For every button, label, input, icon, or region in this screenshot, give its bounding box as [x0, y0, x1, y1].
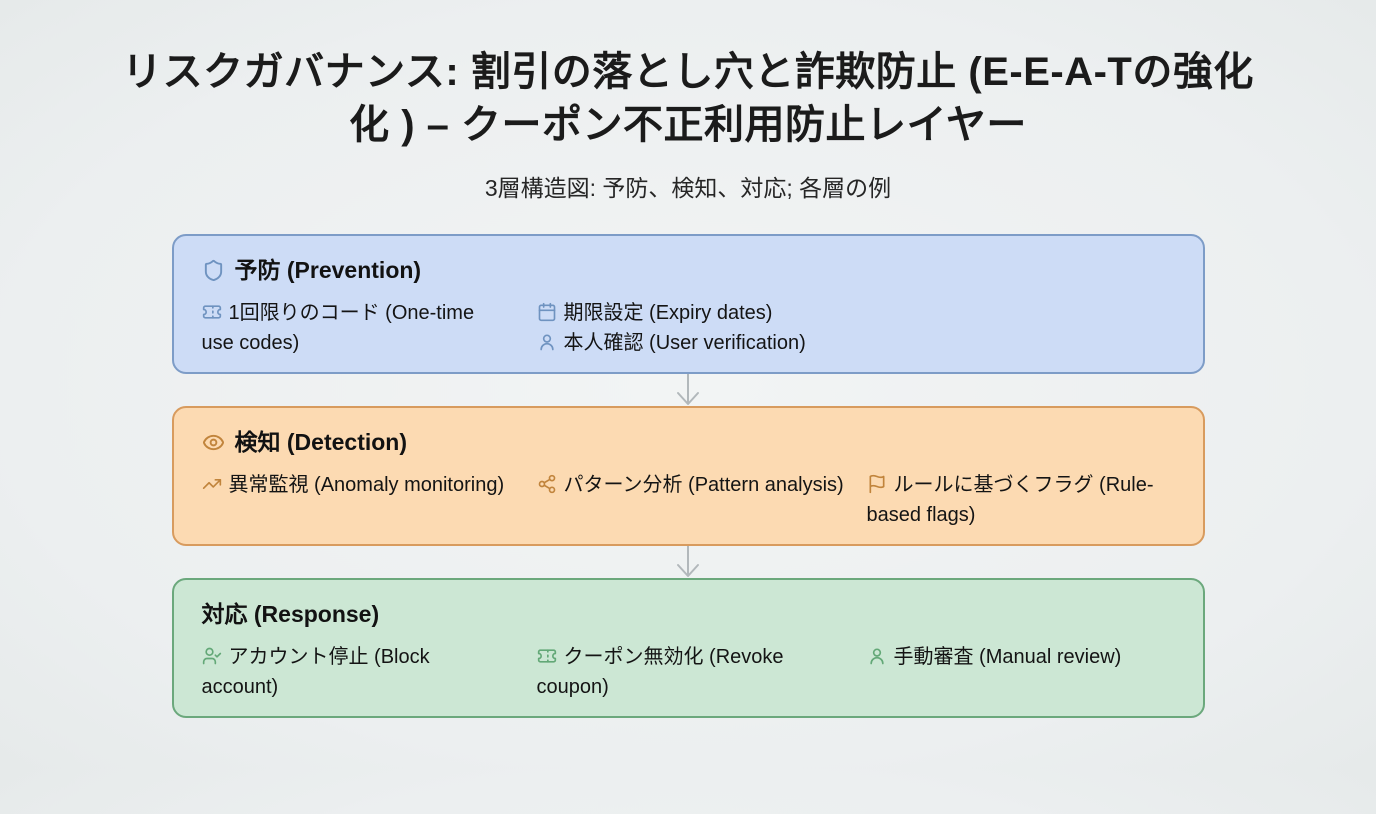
page-subtitle: 3層構造図: 予防、検知、対応; 各層の例: [484, 175, 892, 201]
list-item: 本人確認 (User verification): [537, 328, 845, 358]
list-item: パターン分析 (Pattern analysis): [537, 470, 845, 530]
list-item-label: ルールに基づくフラグ (Rule-based flags): [866, 474, 1154, 526]
layer-detection: 検知 (Detection) 異常監視 (Anomaly monitoring)…: [171, 406, 1205, 546]
layer-prevention-title: 予防 (Prevention): [234, 257, 422, 283]
page-title-line2: 化 ) – クーポン不正利用防止レイヤー: [349, 103, 1027, 147]
down-arrow-icon: [677, 546, 699, 577]
page-title: リスクガバナンス: 割引の落とし穴と詐欺防止 (E-E-A-Tの強化 化 ) –…: [48, 46, 1328, 152]
user-check-icon: [202, 642, 222, 672]
list-item: 期限設定 (Expiry dates): [537, 298, 845, 328]
user-icon: [867, 642, 887, 672]
list-item: クーポン無効化 (Revoke coupon): [537, 642, 845, 702]
list-item: アカウント停止 (Block account): [202, 642, 510, 702]
layer-stack: 予防 (Prevention) 1回限りのコード (One-time use c…: [171, 234, 1205, 718]
layer-response-title: 対応 (Response): [201, 601, 380, 627]
list-item-label: アカウント停止 (Block account): [201, 646, 430, 698]
layer-prevention-col2: 期限設定 (Expiry dates) 本人確認 (User verificat…: [537, 298, 1175, 358]
layer-prevention-header: 予防 (Prevention): [202, 254, 1175, 286]
list-item-label: 1回限りのコード (One-time use codes): [201, 302, 475, 354]
layer-detection-items: 異常監視 (Anomaly monitoring) パターン分析 (Patter…: [202, 470, 1175, 530]
ticket-icon: [537, 642, 557, 672]
list-item-label: 本人確認 (User verification): [563, 332, 806, 354]
layer-response: 対応 (Response) アカウント停止 (Block account) クー…: [171, 578, 1205, 718]
list-item-label: 手動審査 (Manual review): [893, 646, 1122, 668]
page-title-line1: リスクガバナンス: 割引の落とし穴と詐欺防止 (E-E-A-Tの強化: [122, 50, 1254, 94]
down-arrow-icon: [677, 374, 699, 405]
list-item-label: 異常監視 (Anomaly monitoring): [228, 474, 505, 496]
layer-detection-header: 検知 (Detection): [202, 426, 1175, 458]
eye-icon: [202, 431, 225, 454]
layer-prevention: 予防 (Prevention) 1回限りのコード (One-time use c…: [171, 234, 1205, 374]
ticket-icon: [202, 298, 222, 328]
trending-up-icon: [202, 470, 222, 500]
arrow-detection-to-response: [172, 546, 1205, 578]
list-item-label: 期限設定 (Expiry dates): [563, 302, 773, 324]
list-item: ルールに基づくフラグ (Rule-based flags): [867, 470, 1175, 530]
arrow-prevention-to-detection: [172, 374, 1205, 406]
layer-response-header: 対応 (Response): [202, 598, 1175, 630]
network-icon: [537, 470, 557, 500]
list-item-label: クーポン無効化 (Revoke coupon): [536, 646, 784, 698]
layer-response-items: アカウント停止 (Block account) クーポン無効化 (Revoke …: [202, 642, 1175, 702]
shield-icon: [202, 259, 225, 282]
layer-detection-title: 検知 (Detection): [234, 429, 408, 455]
flag-icon: [867, 470, 887, 500]
list-item: 手動審査 (Manual review): [867, 642, 1175, 702]
calendar-icon: [537, 298, 557, 328]
list-item: 異常監視 (Anomaly monitoring): [202, 470, 510, 530]
layer-prevention-items: 1回限りのコード (One-time use codes) 期限設定 (Expi…: [202, 298, 1175, 358]
list-item: 1回限りのコード (One-time use codes): [202, 298, 510, 358]
list-item-label: パターン分析 (Pattern analysis): [563, 474, 844, 496]
user-icon: [537, 328, 557, 358]
